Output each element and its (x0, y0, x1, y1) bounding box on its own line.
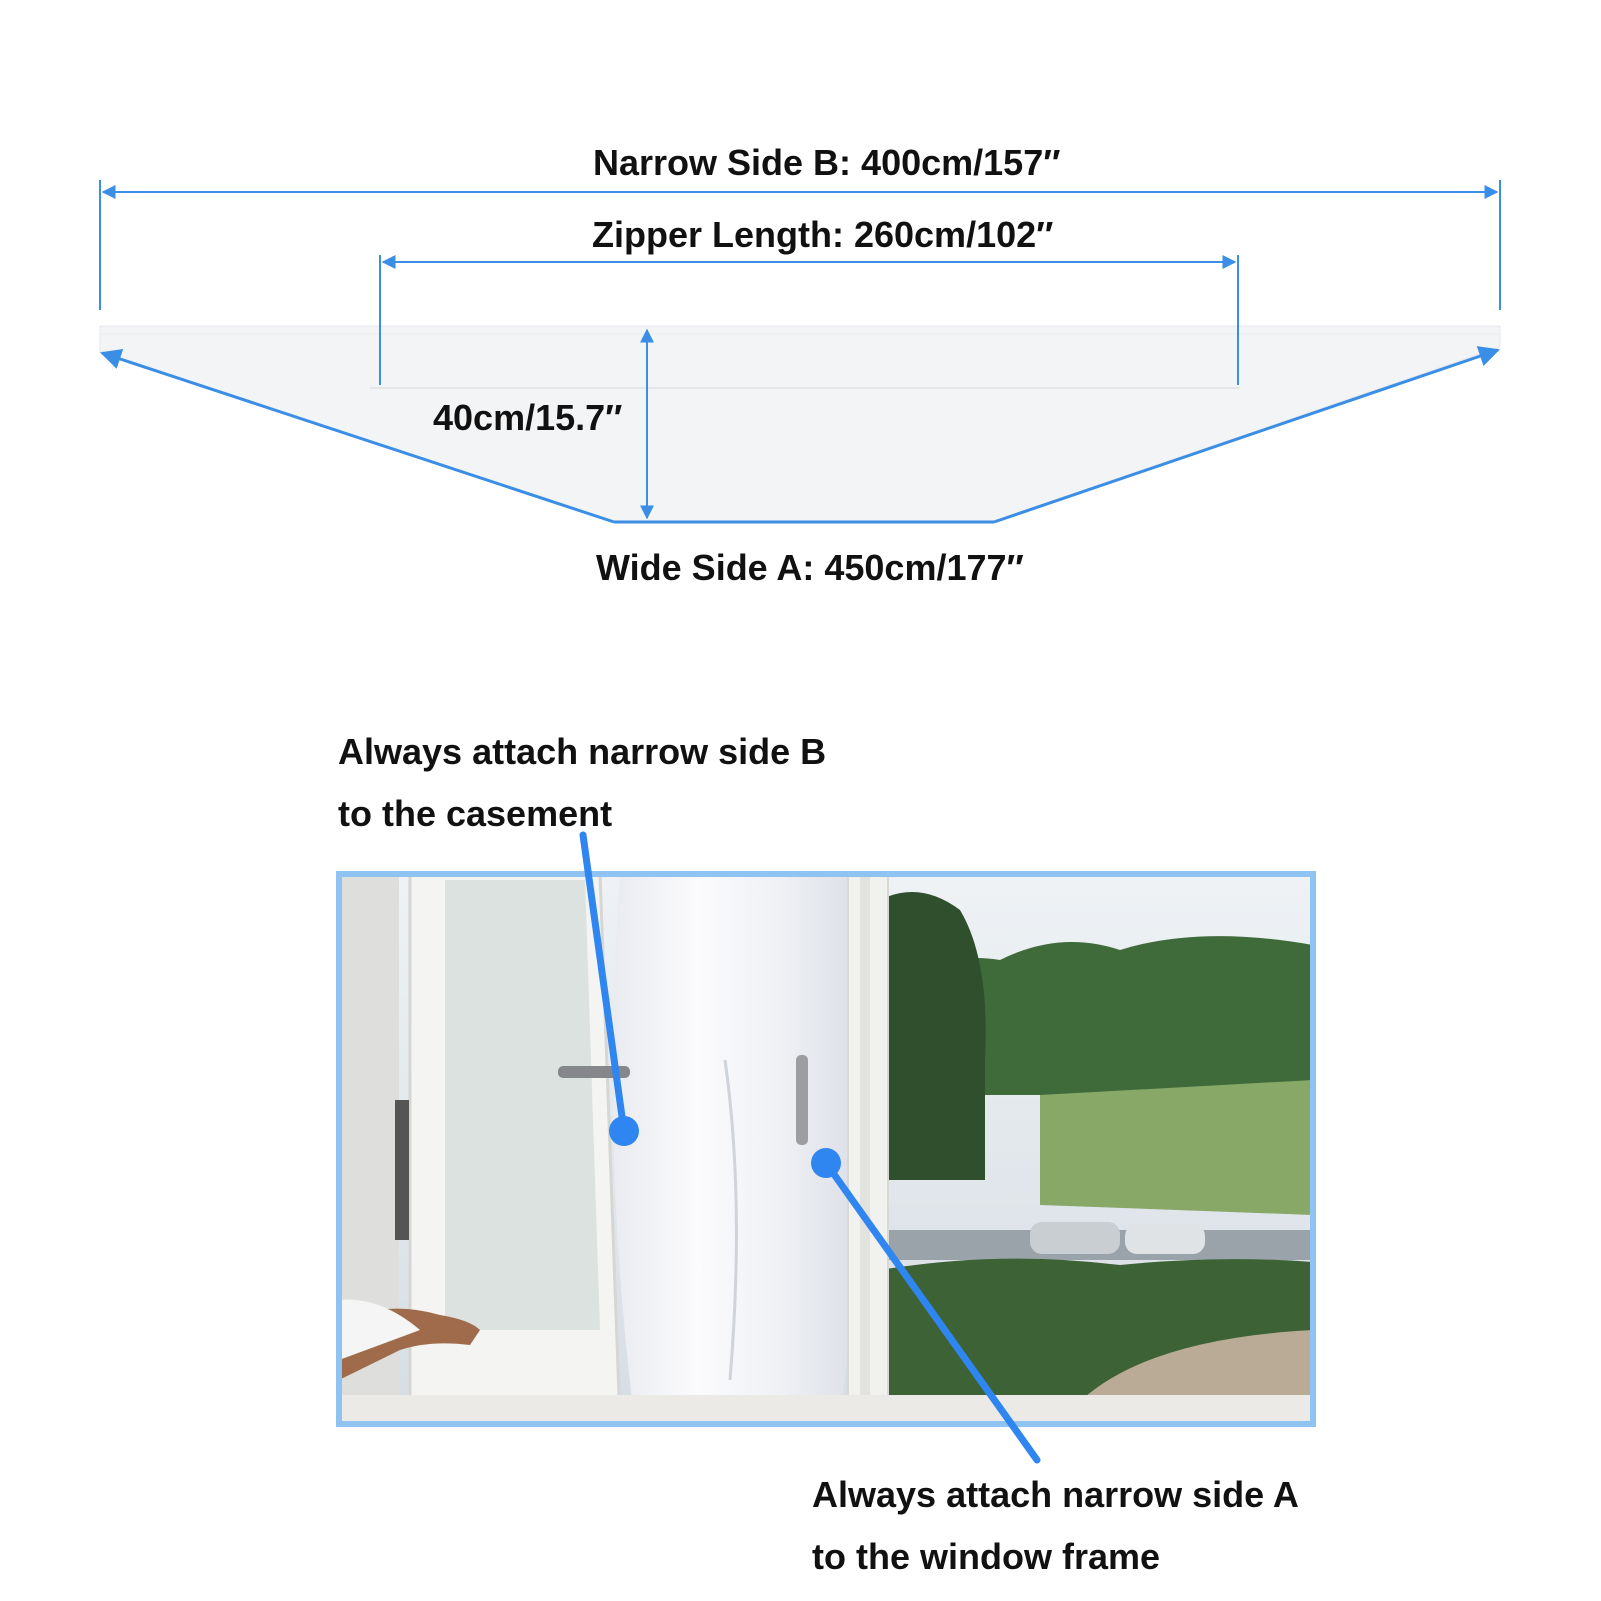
pine-tree (880, 892, 986, 1180)
wide-side-outline (100, 346, 1500, 524)
narrow-side-dimension (99, 180, 1501, 310)
pointer-side-a (811, 1148, 1041, 1464)
zipper-length-dimension (379, 255, 1239, 385)
side-a-note-line2: to the window frame (812, 1536, 1161, 1577)
zipper-length-label: Zipper Length: 260cm/102″ (592, 214, 1054, 255)
height-label: 40cm/15.7″ (433, 397, 623, 438)
hinge (395, 1100, 409, 1240)
sill (339, 1395, 1313, 1424)
photo-border (336, 871, 1316, 1427)
window-handle (796, 1055, 808, 1145)
treeline (880, 936, 1313, 1095)
field (1040, 1080, 1313, 1215)
side-b-note-line1: Always attach narrow side B (338, 731, 827, 772)
narrow-side-label: Narrow Side B: 400cm/157″ (593, 142, 1061, 183)
side-a-note-line1: Always attach narrow side A (812, 1474, 1299, 1515)
pointer-side-b (579, 831, 639, 1146)
car (1125, 1224, 1205, 1254)
car (1030, 1222, 1120, 1254)
fabric-sheet (99, 325, 1501, 522)
casement-glass (445, 880, 600, 1330)
side-b-note-line2: to the casement (338, 793, 613, 834)
wide-side-label: Wide Side A: 450cm/177″ (596, 547, 1024, 588)
window-photo (339, 874, 1313, 1424)
